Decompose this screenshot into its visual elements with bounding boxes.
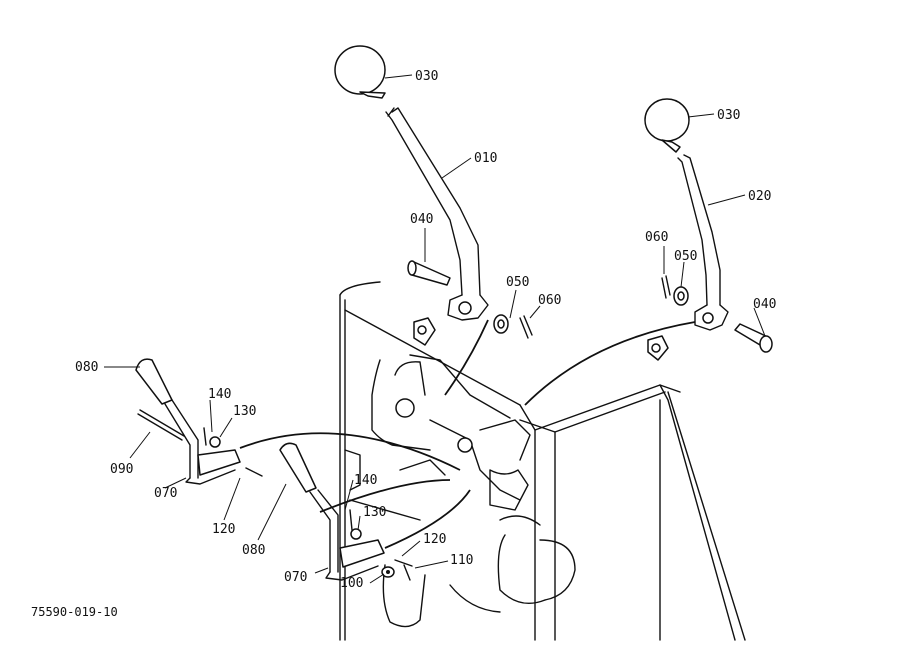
pin-110 xyxy=(394,559,413,581)
label-030-upper-left: 030 xyxy=(415,69,438,84)
label-120-right: 120 xyxy=(423,532,446,547)
label-100: 100 xyxy=(340,576,363,591)
washer-050-right xyxy=(673,286,689,306)
label-080-right: 080 xyxy=(242,543,265,558)
label-120-left: 120 xyxy=(212,522,235,537)
label-140-left: 140 xyxy=(208,387,231,402)
label-090: 090 xyxy=(110,462,133,477)
label-130-left: 130 xyxy=(233,404,256,419)
washer-100 xyxy=(381,566,395,578)
clevis-right xyxy=(647,335,669,361)
lever-010 xyxy=(334,45,489,321)
label-140-right: 140 xyxy=(354,473,377,488)
label-050-right: 050 xyxy=(674,249,697,264)
label-020: 020 xyxy=(748,189,771,204)
cotter-pin-060-right xyxy=(661,275,671,299)
cotter-pin-060-left xyxy=(519,315,533,339)
bracket-070-right xyxy=(339,509,385,568)
label-060-right: 060 xyxy=(645,230,668,245)
label-080-left: 080 xyxy=(75,360,98,375)
part-labels: 030 010 030 020 040 050 060 060 050 040 … xyxy=(75,69,776,591)
label-060-left: 060 xyxy=(538,293,561,308)
label-040-right: 040 xyxy=(753,297,776,312)
label-010: 010 xyxy=(474,151,497,166)
cables xyxy=(239,319,696,549)
label-130-right: 130 xyxy=(363,505,386,520)
label-050-left: 050 xyxy=(506,275,529,290)
pin-090 xyxy=(137,409,185,441)
label-030-upper-right: 030 xyxy=(717,108,740,123)
lever-080-right xyxy=(279,442,379,581)
clevis-left xyxy=(413,317,436,346)
washer-050-left xyxy=(493,314,509,334)
pin-040-right xyxy=(734,323,773,353)
label-070-right: 070 xyxy=(284,570,307,585)
control-housing xyxy=(339,281,746,641)
label-110: 110 xyxy=(450,553,473,568)
valve-block xyxy=(344,354,576,628)
pin-120-left xyxy=(245,467,263,477)
figure-code: 75590-019-10 xyxy=(31,605,118,619)
lever-020 xyxy=(644,98,729,331)
label-040-left: 040 xyxy=(410,212,433,227)
lever-080-left xyxy=(135,358,236,485)
label-070-left: 070 xyxy=(154,486,177,501)
pin-040-left xyxy=(407,260,451,286)
leader-lines xyxy=(104,74,766,584)
bracket-070-left xyxy=(197,427,241,476)
